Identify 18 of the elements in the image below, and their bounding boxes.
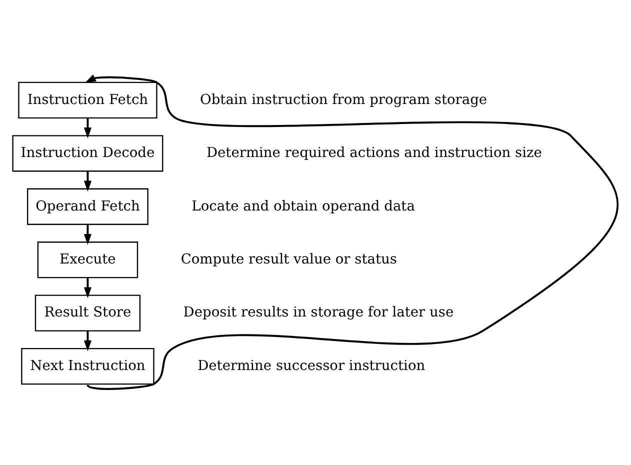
arrow (84, 117, 92, 138)
node-box: Operand Fetch (27, 188, 148, 224)
arrow (85, 74, 618, 390)
node-box: Next Instruction (21, 347, 154, 384)
arrow (84, 170, 92, 192)
node-label: Determine required actions and instruction size (206, 144, 542, 161)
arrow (84, 277, 92, 298)
node-label: Determine successor instruction (198, 357, 426, 374)
node-box: Execute (37, 241, 138, 278)
node-box: Instruction Decode (12, 134, 164, 172)
node-label: Deposit results in storage for later use (183, 304, 454, 320)
arrow (84, 224, 92, 244)
arrow (84, 330, 92, 351)
node-box: Instruction Fetch (18, 81, 158, 118)
node-label: Locate and obtain operand data (192, 198, 415, 214)
node-box: Result Store (34, 294, 141, 331)
node-label: Obtain instruction from program storage (200, 91, 488, 108)
node-label: Compute result value or status (180, 251, 397, 267)
